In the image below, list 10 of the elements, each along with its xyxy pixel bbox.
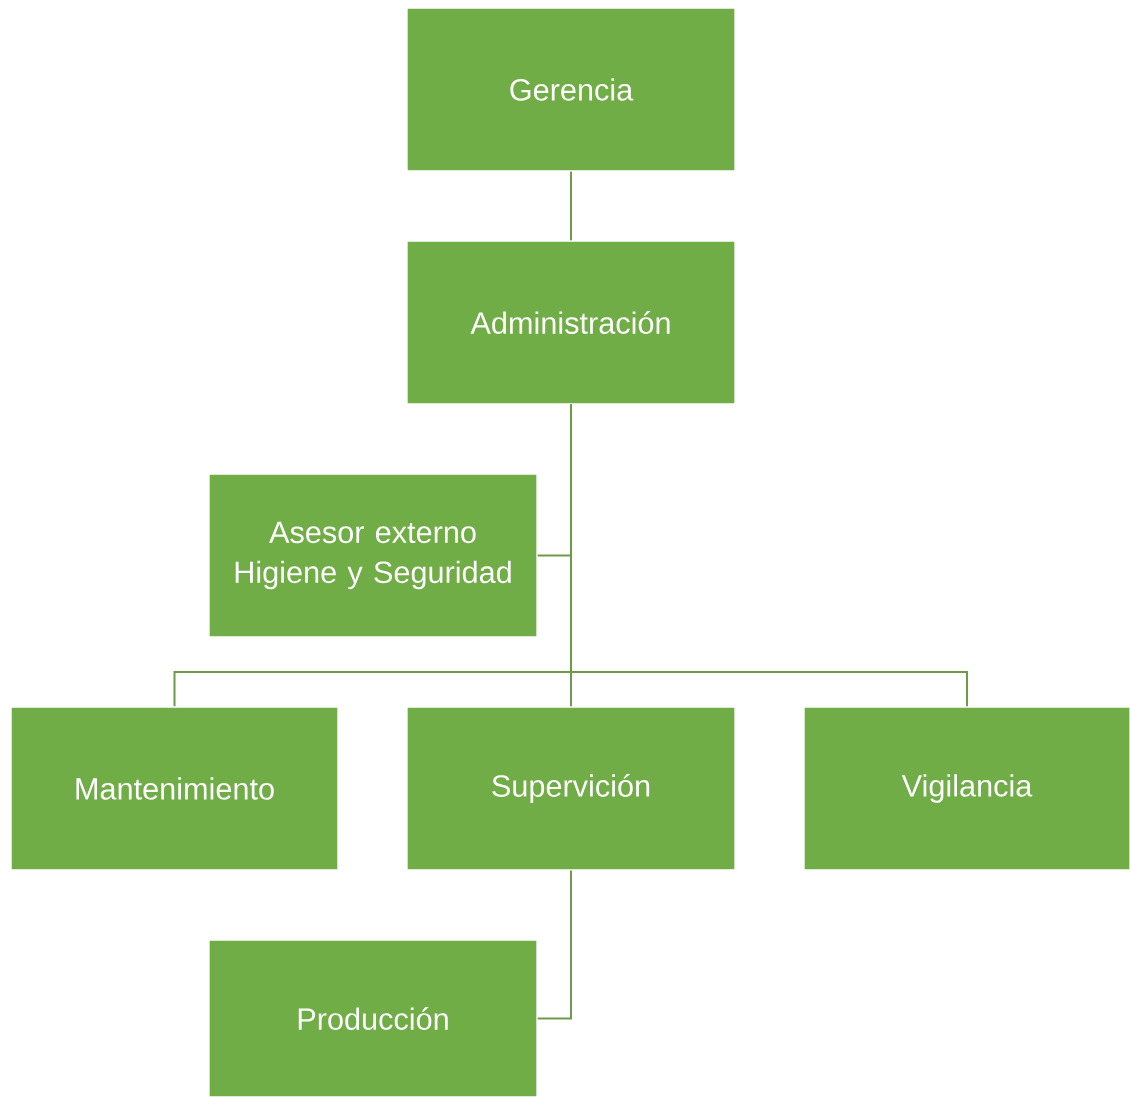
connector-line bbox=[570, 403, 968, 708]
org-box: Asesor externo Higiene y Seguridad bbox=[208, 473, 538, 638]
org-box: Producción bbox=[208, 939, 538, 1097]
org-box: Gerencia bbox=[406, 7, 736, 172]
org-box: Administración bbox=[406, 240, 736, 405]
org-box: Mantenimiento bbox=[10, 706, 339, 871]
connector-line bbox=[570, 170, 572, 242]
org-box: Supervición bbox=[406, 706, 736, 871]
org-box: Vigilancia bbox=[803, 706, 1130, 871]
connector-line bbox=[536, 869, 572, 1020]
